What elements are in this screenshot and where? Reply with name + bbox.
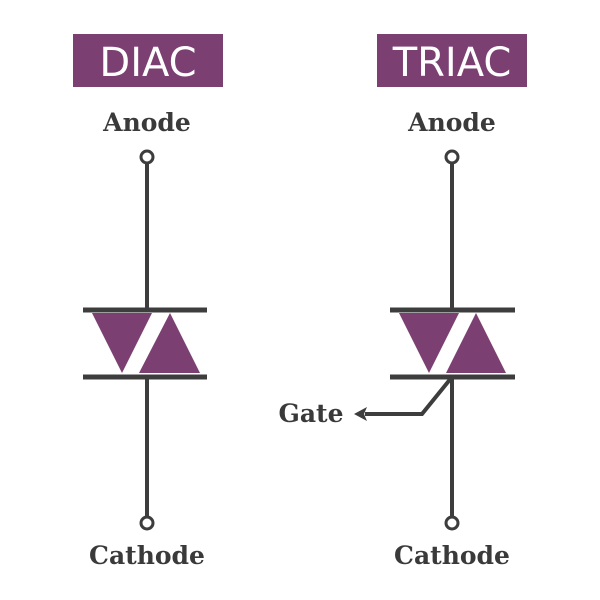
diac-title: DIAC xyxy=(99,40,196,86)
diac-cathode-label: Cathode xyxy=(89,541,205,570)
diac-cathode-terminal xyxy=(139,515,155,531)
triac-gate-label: Gate xyxy=(278,399,343,428)
diac-up-triangle xyxy=(139,313,200,373)
diac-down-triangle xyxy=(92,313,152,373)
triac-gate-lead xyxy=(365,375,454,416)
diac-title-box xyxy=(73,34,223,87)
diac-anode-terminal xyxy=(139,149,155,165)
triac-symbol: TRIAC Anode Gate Cathode xyxy=(278,34,527,570)
gate-arrow-icon xyxy=(354,407,367,421)
diac-symbol: DIAC Anode Cathode xyxy=(73,34,223,570)
triac-down-triangle xyxy=(399,313,459,373)
triac-title: TRIAC xyxy=(392,40,512,86)
triac-anode-label: Anode xyxy=(407,108,496,137)
triac-title-box xyxy=(377,34,527,87)
triac-cathode-terminal xyxy=(444,515,460,531)
diac-anode-label: Anode xyxy=(102,108,191,137)
triac-up-triangle xyxy=(446,313,506,373)
triac-anode-terminal xyxy=(444,149,460,165)
triac-cathode-label: Cathode xyxy=(394,541,510,570)
